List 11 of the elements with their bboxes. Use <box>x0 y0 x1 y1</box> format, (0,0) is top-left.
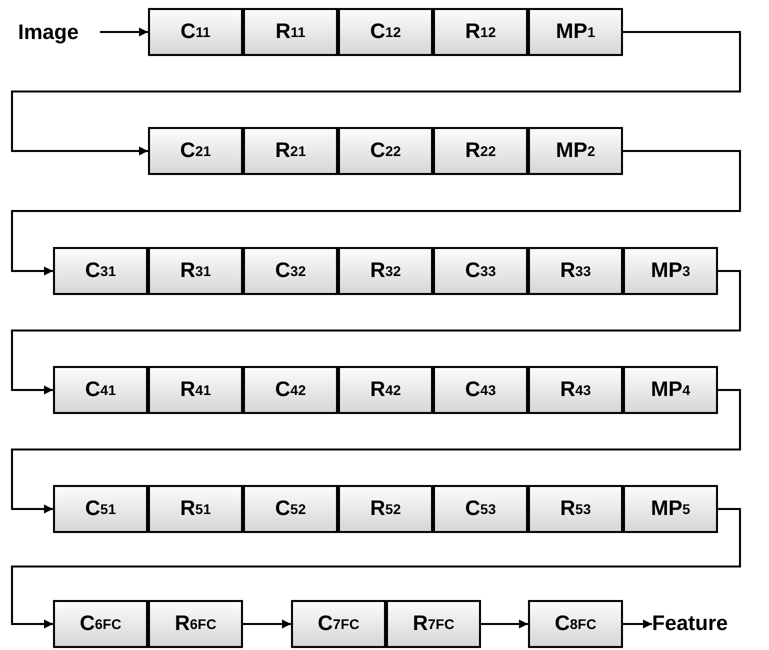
arrow <box>11 150 741 276</box>
arrow <box>11 31 741 156</box>
arrow <box>623 620 652 628</box>
flow-label: Image <box>18 20 100 46</box>
arrow <box>100 28 148 36</box>
arrow <box>481 620 528 628</box>
arrow <box>11 270 741 394</box>
arrow <box>11 389 741 514</box>
arrow <box>11 508 741 628</box>
arrow <box>243 620 291 628</box>
flow-label: Feature <box>652 611 762 637</box>
